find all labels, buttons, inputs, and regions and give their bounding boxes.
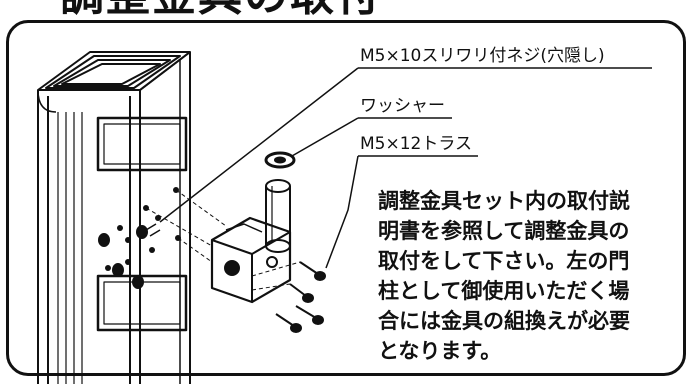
instruction-line: 柱として御使用いただく場: [378, 279, 630, 303]
assembly-guide-lines: [145, 189, 301, 291]
instruction-line: 明書を参照して調整金具の: [378, 219, 630, 243]
washer-part: [264, 151, 296, 169]
pivot-cylinder: [265, 179, 291, 253]
callout-slotted-screw: M5×10スリワリ付ネジ(穴隠し): [360, 46, 605, 66]
adjustment-bracket: [210, 216, 292, 304]
instruction-line: となります。: [378, 339, 502, 363]
instruction-line: 取付をして下さい。左の門: [378, 249, 630, 273]
instruction-line: 調整金具セット内の取付説: [378, 189, 630, 213]
callout-leader-lines: [159, 67, 652, 269]
slotted-screws: [98, 223, 161, 289]
gate-post: [37, 51, 191, 384]
truss-screws: [275, 261, 326, 333]
instruction-text: 調整金具セット内の取付説 明書を参照して調整金具の 取付をして下さい。左の門 柱…: [378, 186, 670, 366]
callout-truss-screw: M5×12トラス: [360, 134, 473, 154]
callout-washer: ワッシャー: [360, 96, 445, 116]
screw-holes: [105, 187, 181, 271]
instruction-line: 合には金具の組換えが必要: [378, 309, 630, 333]
